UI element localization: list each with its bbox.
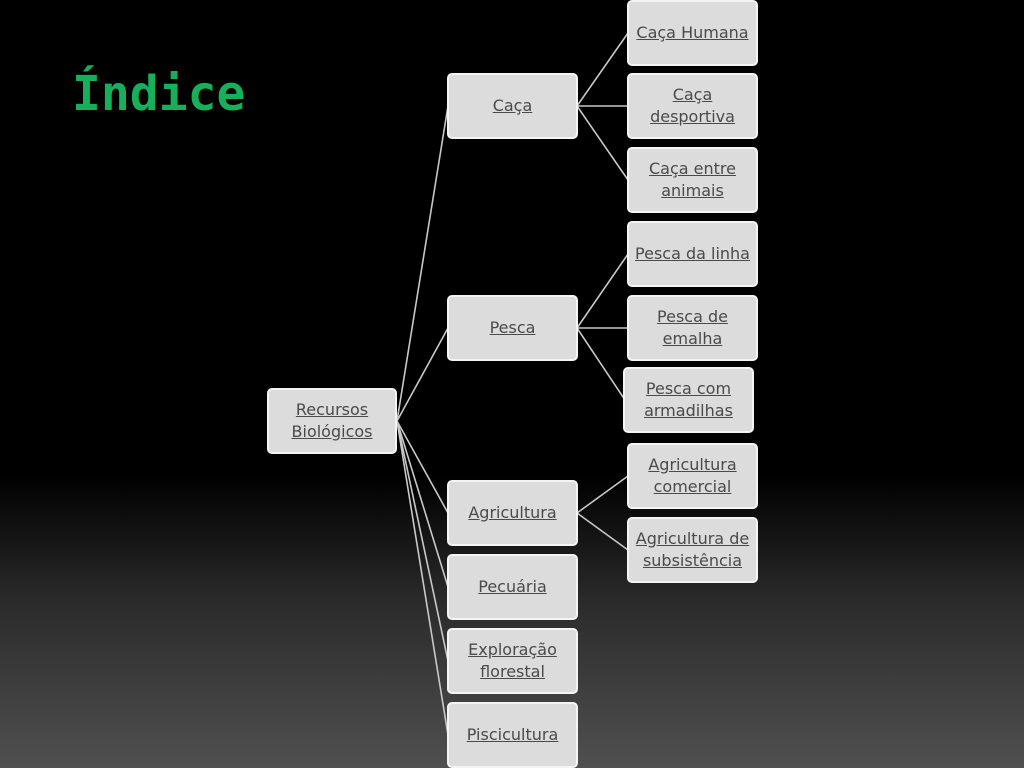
node-label: Caça desportiva — [650, 85, 735, 126]
node-label: Agricultura comercial — [648, 455, 737, 496]
page-title: Índice — [72, 66, 246, 122]
connector-agri-comercial — [576, 475, 629, 514]
node-caca-entre-animais[interactable]: Caça entre animais — [627, 147, 758, 213]
node-exploracao-florestal[interactable]: Exploração florestal — [447, 628, 578, 694]
connector-caca-humana — [576, 32, 629, 107]
node-caca[interactable]: Caça — [447, 73, 578, 139]
node-label: Agricultura de subsistência — [635, 529, 750, 570]
node-label: Pesca de emalha — [657, 307, 728, 348]
node-agricultura-comercial[interactable]: Agricultura comercial — [627, 443, 758, 509]
connector-root-agricultura — [396, 420, 449, 514]
connector-root-caca — [396, 105, 449, 422]
node-pecuaria[interactable]: Pecuária — [447, 554, 578, 620]
connector-root-exploracao — [396, 420, 449, 662]
node-agricultura[interactable]: Agricultura — [447, 480, 578, 546]
node-pesca-de-emalha[interactable]: Pesca de emalha — [627, 295, 758, 361]
connector-root-pecuaria — [396, 420, 449, 588]
node-label: Pesca — [489, 318, 536, 337]
node-label: Pecuária — [478, 577, 547, 596]
node-label: Recursos Biológicos — [291, 400, 373, 441]
node-pesca-da-linha[interactable]: Pesca da linha — [627, 221, 758, 287]
node-label: Caça Humana — [636, 23, 749, 42]
node-caca-desportiva[interactable]: Caça desportiva — [627, 73, 758, 139]
node-label: Caça entre animais — [649, 159, 736, 200]
node-label: Agricultura — [468, 503, 557, 522]
node-recursos-biologicos[interactable]: Recursos Biológicos — [267, 388, 397, 454]
connector-caca-animais — [576, 105, 629, 181]
node-piscicultura[interactable]: Piscicultura — [447, 702, 578, 768]
connector-pesca-linha — [576, 253, 629, 329]
node-agricultura-de-subsistencia[interactable]: Agricultura de subsistência — [627, 517, 758, 583]
connector-root-piscicultura — [396, 420, 449, 736]
connector-root-pesca — [396, 327, 449, 422]
connector-pesca-armadilhas — [576, 327, 626, 401]
node-label: Pesca com armadilhas — [644, 379, 733, 420]
node-pesca[interactable]: Pesca — [447, 295, 578, 361]
node-caca-humana[interactable]: Caça Humana — [627, 0, 758, 66]
node-label: Pesca da linha — [635, 244, 750, 263]
node-label: Caça — [492, 96, 533, 115]
node-label: Piscicultura — [466, 725, 559, 744]
node-pesca-com-armadilhas[interactable]: Pesca com armadilhas — [623, 367, 754, 433]
connector-agri-subsistencia — [576, 512, 629, 551]
node-label: Exploração florestal — [468, 640, 557, 681]
